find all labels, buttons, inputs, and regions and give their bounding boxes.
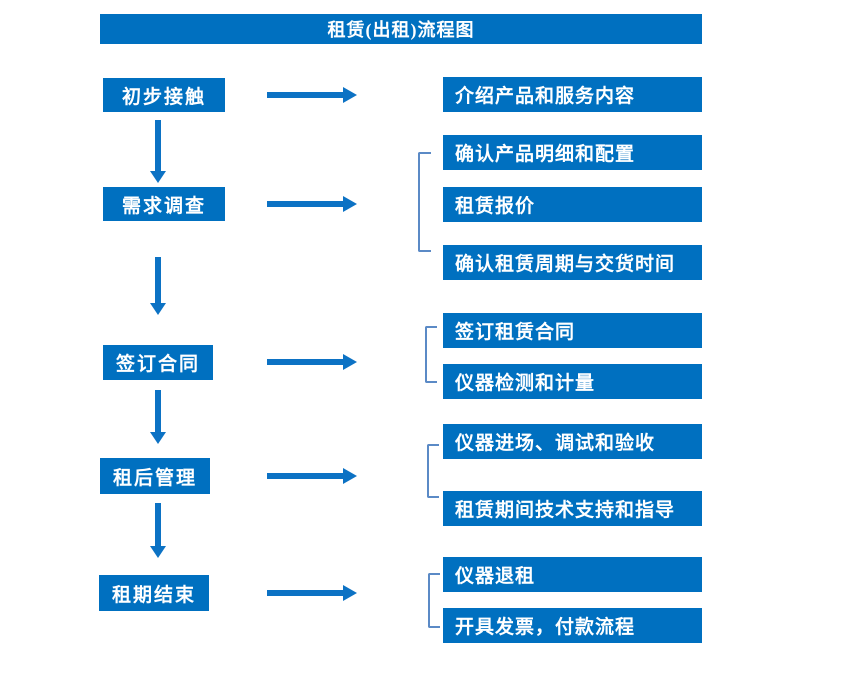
arrow-shaft	[267, 473, 343, 479]
bracket-group-sign-contract	[425, 326, 437, 383]
arrow-shaft	[267, 201, 343, 207]
arrow-shaft	[155, 503, 161, 546]
arrow-right-2	[267, 196, 357, 212]
arrow-down-1	[150, 120, 166, 183]
flowchart-title: 租赁(出租)流程图	[100, 14, 702, 44]
arrow-head-icon	[343, 354, 357, 370]
arrow-head-icon	[343, 468, 357, 484]
arrow-head-icon	[150, 432, 166, 444]
arrow-head-icon	[343, 196, 357, 212]
arrow-shaft	[155, 390, 161, 432]
arrow-right-5	[267, 585, 357, 601]
arrow-right-4	[267, 468, 357, 484]
arrow-shaft	[267, 92, 343, 98]
step-box-sign-contract: 签订合同	[103, 345, 213, 380]
arrow-shaft	[267, 590, 343, 596]
arrow-right-3	[267, 354, 357, 370]
arrow-head-icon	[150, 546, 166, 558]
arrow-shaft	[267, 359, 343, 365]
arrow-shaft	[155, 257, 161, 303]
detail-box-sign-rental-contract: 签订租赁合同	[443, 313, 702, 348]
bracket-group-post-rental	[427, 444, 439, 498]
detail-box-instrument-return: 仪器退租	[443, 557, 702, 592]
arrow-head-icon	[150, 303, 166, 315]
detail-box-confirm-period-delivery: 确认租赁周期与交货时间	[443, 245, 702, 280]
arrow-down-4	[150, 503, 166, 558]
detail-box-instrument-setup-acceptance: 仪器进场、调试和验收	[443, 424, 702, 459]
bracket-group-demand-survey	[418, 152, 431, 252]
arrow-head-icon	[150, 171, 166, 183]
detail-box-introduce-products: 介绍产品和服务内容	[443, 77, 702, 112]
step-box-initial-contact: 初步接触	[103, 78, 225, 112]
step-box-rental-end: 租期结束	[99, 575, 209, 611]
detail-box-tech-support: 租赁期间技术支持和指导	[443, 491, 702, 526]
arrow-down-2	[150, 257, 166, 315]
bracket-group-rental-end	[428, 573, 440, 628]
step-box-demand-survey: 需求调查	[103, 187, 225, 221]
arrow-head-icon	[343, 585, 357, 601]
detail-box-confirm-product-config: 确认产品明细和配置	[443, 135, 702, 170]
arrow-right-1	[267, 87, 357, 103]
arrow-shaft	[155, 120, 161, 171]
detail-box-rental-quote: 租赁报价	[443, 187, 702, 222]
arrow-head-icon	[343, 87, 357, 103]
arrow-down-3	[150, 390, 166, 444]
detail-box-instrument-inspection: 仪器检测和计量	[443, 364, 702, 399]
step-box-post-rental-management: 租后管理	[100, 458, 210, 494]
detail-box-invoice-payment: 开具发票，付款流程	[443, 608, 702, 643]
